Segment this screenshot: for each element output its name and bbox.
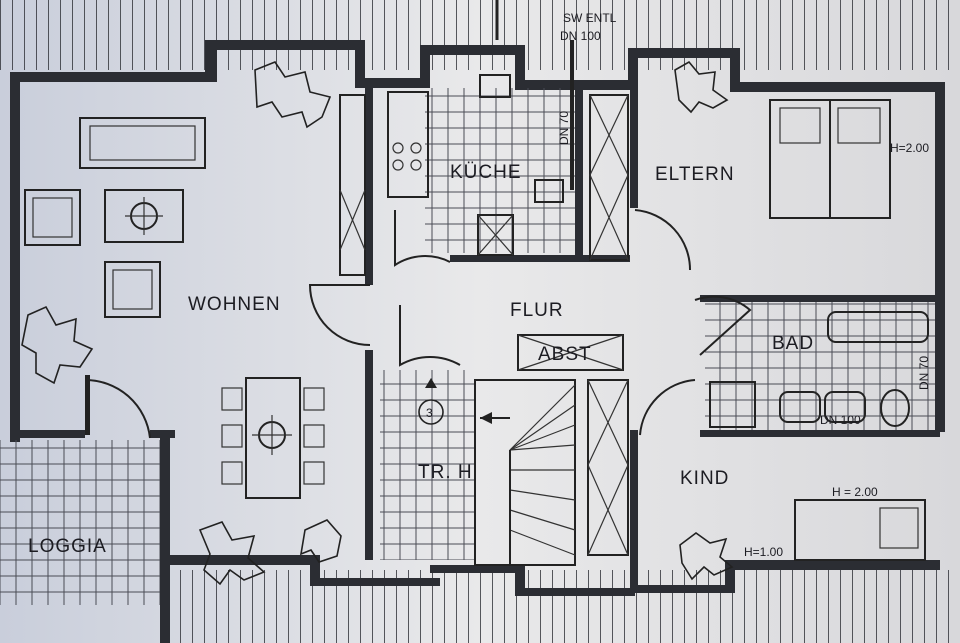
interior-walls <box>10 85 940 590</box>
staircase <box>474 379 576 566</box>
room-label-loggia: LOGGIA <box>28 536 107 557</box>
annotation-dn100-bad: DN 100 <box>820 413 861 427</box>
wardrobes <box>339 94 629 556</box>
annotation-abst: ABST <box>538 344 592 365</box>
stairhall-tiles <box>380 370 475 560</box>
abst-box <box>517 334 624 371</box>
annotation-h200-eltern: H=2.00 <box>890 141 929 155</box>
outer-walls <box>10 40 945 643</box>
room-label-wohnen: WOHNEN <box>188 294 281 315</box>
annotation-dn100-top: DN 100 <box>560 29 601 43</box>
stair-number: 3 <box>426 406 433 420</box>
roof-top <box>0 0 960 70</box>
loggia-tiles <box>0 440 160 605</box>
roof-bottom <box>160 570 960 643</box>
kitchen-tiles <box>425 88 575 253</box>
stair-marker: 3 <box>418 378 444 425</box>
room-label-bad: BAD <box>772 333 814 354</box>
beds <box>769 99 926 561</box>
living-furniture <box>24 117 325 499</box>
room-label-kueche: KÜCHE <box>450 162 522 183</box>
room-label-treppenhaus: TR. H <box>418 462 473 483</box>
annotation-sw-entl: SW ENTL <box>563 11 617 25</box>
bath-fixtures <box>709 311 929 428</box>
doors <box>84 209 752 439</box>
kitchen-fixtures <box>387 74 564 203</box>
annotation-h200-kind: H = 2.00 <box>832 485 878 499</box>
annotation-dn70-bad: DN 70 <box>917 356 931 390</box>
room-label-kind: KIND <box>680 468 729 489</box>
room-label-eltern: ELTERN <box>655 164 735 185</box>
room-label-flur: FLUR <box>510 300 564 321</box>
annotation-dn70-kitchen: DN 70 <box>557 111 571 145</box>
plants <box>21 60 734 586</box>
annotation-h100-kind: H=1.00 <box>744 545 783 559</box>
